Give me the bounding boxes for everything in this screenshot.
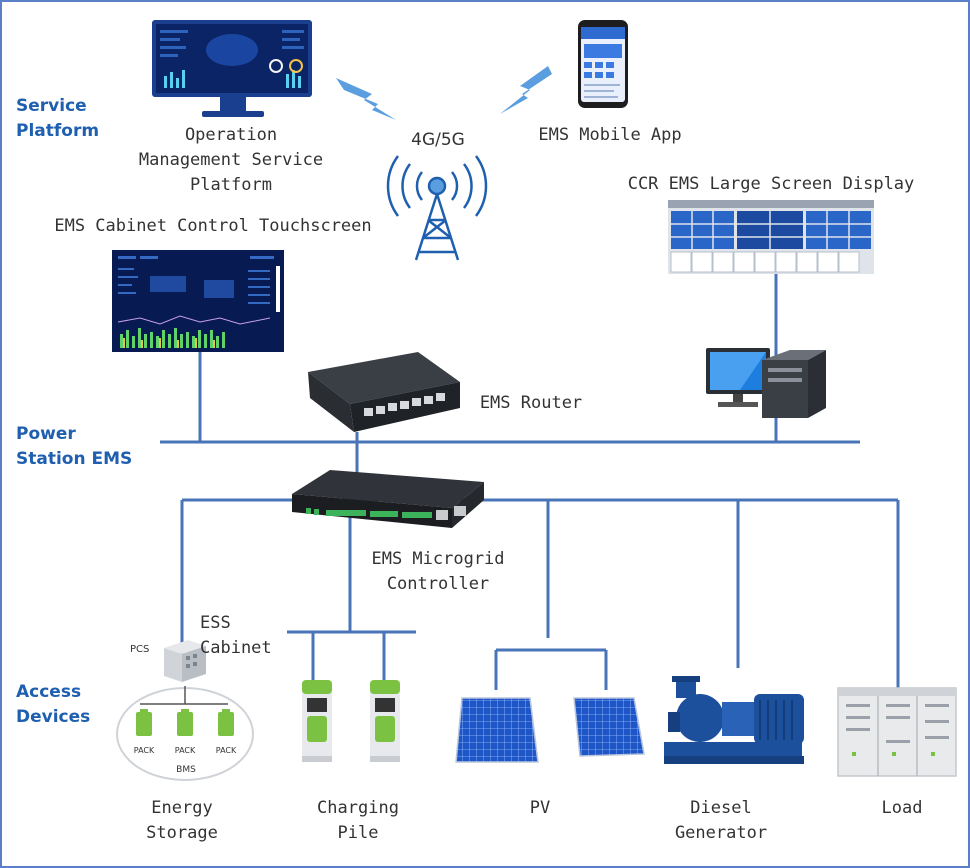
charging-pile-icon	[370, 680, 400, 762]
ccr-display-label: CCR EMS Large Screen Display	[627, 174, 915, 194]
solar-panel-icon	[573, 697, 645, 757]
battery-icon	[177, 709, 193, 736]
solar-panel-icon	[455, 697, 539, 763]
energy-storage-label: Energy Storage	[146, 798, 218, 843]
microgrid-controller-icon	[292, 470, 484, 528]
section-service-platform: Service Platform	[16, 96, 100, 141]
mobile-app-label: EMS Mobile App	[538, 125, 682, 145]
battery-icon	[218, 709, 234, 736]
large-screen-display-icon	[668, 200, 874, 274]
load-cabinet-icon	[837, 687, 957, 777]
operation-platform-label: Operation Management Service Platform	[138, 125, 324, 195]
router-icon	[308, 352, 460, 432]
mobile-phone-icon	[578, 20, 628, 108]
network-4g5g-label: 4G/5G	[411, 130, 465, 150]
section-power-station-ems: Power Station EMS	[16, 424, 133, 469]
desktop-pc-icon	[706, 348, 826, 418]
diesel-generator-icon	[664, 676, 804, 764]
charging-pile-label: Charging Pile	[317, 798, 399, 843]
battery-bms-group-icon	[116, 686, 254, 781]
pcs-cabinet-icon	[164, 640, 206, 682]
pack-label: PACK	[133, 746, 155, 755]
wireless-signal-right-icon	[500, 66, 552, 114]
touchscreen-label: EMS Cabinet Control Touchscreen	[54, 216, 372, 236]
touchscreen-dashboard-icon	[112, 250, 284, 352]
cell-tower-icon	[386, 155, 488, 261]
operation-platform-monitor-icon	[152, 20, 312, 117]
pack-label: PACK	[174, 746, 196, 755]
section-access-devices: Access Devices	[16, 682, 91, 727]
controller-label: EMS Microgrid Controller	[371, 549, 505, 594]
pack-label: PACK	[215, 746, 237, 755]
bms-label: BMS	[176, 765, 196, 775]
battery-icon	[136, 709, 152, 736]
pcs-label: PCS	[130, 644, 150, 655]
pv-label: PV	[529, 798, 551, 818]
router-label: EMS Router	[479, 393, 583, 413]
wireless-signal-left-icon	[336, 78, 396, 120]
load-label: Load	[881, 798, 923, 818]
diesel-generator-label: Diesel Generator	[674, 798, 768, 843]
ess-cabinet-label: ESS Cabinet	[200, 613, 272, 658]
charging-pile-icon	[302, 680, 332, 762]
